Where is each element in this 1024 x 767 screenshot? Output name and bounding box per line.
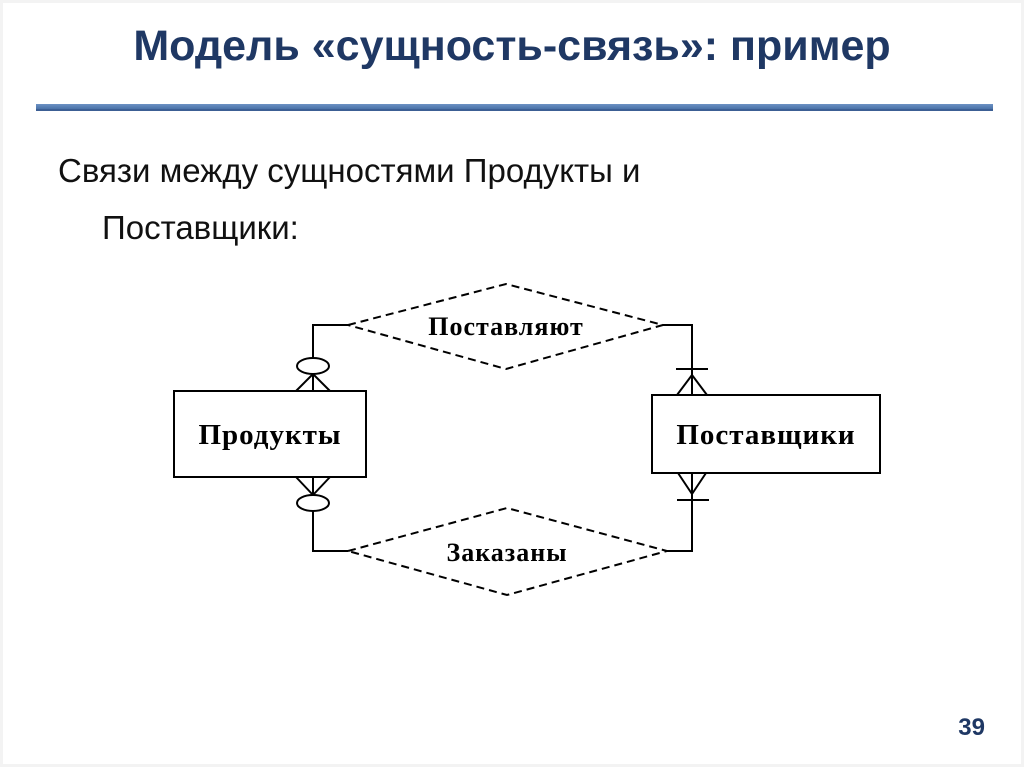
body-text: Связи между сущностями Продукты и Постав… — [58, 142, 640, 256]
page-number: 39 — [958, 714, 985, 741]
connector-products-supply — [295, 324, 348, 392]
entity-suppliers: Поставщики — [651, 394, 881, 474]
relationship-ordered: Заказаны — [344, 506, 671, 597]
relationship-supply: Поставляют — [344, 282, 667, 371]
entity-products-label: Продукты — [198, 419, 341, 451]
connector-products-ordered — [295, 476, 348, 552]
cardinality-circle-icon — [296, 494, 330, 512]
relationship-supply-label: Поставляют — [428, 312, 584, 341]
cardinality-circle-icon — [296, 357, 330, 375]
slide-title: Модель «сущность-связь»: пример — [133, 22, 891, 70]
body-line-1: Связи между сущностями Продукты и — [58, 152, 641, 189]
entity-products: Продукты — [173, 390, 367, 478]
connector-suppliers-ordered — [667, 472, 709, 552]
connector-suppliers-supply — [663, 324, 708, 396]
entity-suppliers-label: Поставщики — [676, 419, 855, 451]
er-diagram: Поставляют Заказаны Продукты Поставщики — [173, 282, 881, 597]
title-divider — [36, 104, 993, 111]
body-line-2: Поставщики: — [102, 209, 299, 246]
relationship-ordered-label: Заказаны — [446, 538, 567, 567]
